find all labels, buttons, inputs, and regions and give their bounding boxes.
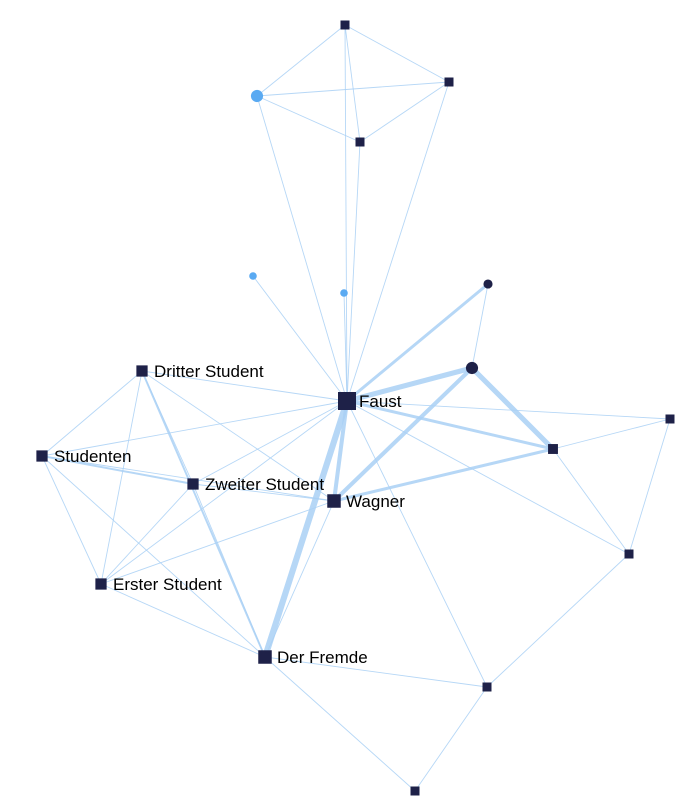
edge-top-b-faust — [346, 81, 450, 402]
edge-studenten-zweiter-student — [41, 455, 194, 485]
edge-bottom-right-der-fremde — [264, 656, 488, 688]
node-top-a[interactable] — [340, 20, 350, 30]
node-der-fremde[interactable] — [258, 650, 272, 664]
node-label-der-fremde: Der Fremde — [277, 648, 368, 667]
edge-light-large-top-b — [256, 81, 450, 97]
node-faust[interactable] — [338, 392, 356, 410]
edge-top-a-faust — [344, 24, 348, 402]
node-bottom[interactable] — [410, 786, 420, 796]
edge-light-small-1-faust — [252, 275, 348, 402]
node-top-c[interactable] — [355, 137, 365, 147]
edge-dark-circle-large-wagner — [331, 365, 475, 504]
edge-dark-circle-small-faust — [345, 282, 490, 403]
edge-faust-right-lower — [346, 400, 630, 555]
edge-right-lower-bottom-right — [486, 553, 630, 688]
edge-faust-dritter-student — [141, 370, 348, 402]
edge-top-a-top-c — [344, 24, 361, 143]
edges-layer — [41, 24, 671, 792]
edge-studenten-der-fremde — [41, 455, 266, 658]
edge-right-mid-far-right — [552, 418, 671, 450]
edge-wagner-der-fremde — [264, 500, 335, 658]
edge-faust-studenten — [41, 400, 348, 457]
node-right-lower[interactable] — [624, 549, 634, 559]
node-dark-circle-small[interactable] — [483, 279, 493, 289]
node-label-zweiter-student: Zweiter Student — [205, 475, 324, 494]
edge-erster-student-der-fremde — [100, 583, 266, 658]
node-dritter-student[interactable] — [136, 365, 148, 377]
edge-dritter-student-erster-student — [100, 370, 143, 585]
node-top-b[interactable] — [444, 77, 454, 87]
edge-right-mid-right-lower — [552, 448, 630, 555]
edge-faust-der-fremde — [261, 397, 351, 661]
edge-dark-circle-small-dark-circle-large — [471, 283, 489, 369]
edge-faust-erster-student — [100, 400, 348, 585]
edge-dritter-student-studenten — [41, 370, 143, 457]
edge-light-large-faust — [256, 95, 348, 402]
node-label-faust: Faust — [359, 392, 402, 411]
edge-faust-right-mid — [345, 399, 555, 451]
edge-wagner-dritter-student — [141, 370, 335, 502]
node-right-mid[interactable] — [548, 444, 558, 454]
node-light-large[interactable] — [250, 89, 264, 103]
edge-wagner-right-mid — [332, 447, 555, 503]
node-wagner[interactable] — [327, 494, 341, 508]
edge-light-small-2-faust — [343, 292, 348, 402]
edge-far-right-right-lower — [628, 418, 671, 555]
edge-bottom-der-fremde — [264, 656, 416, 792]
edge-dark-circle-large-right-mid — [469, 365, 556, 452]
edge-faust-far-right — [346, 400, 671, 420]
edge-light-large-top-c — [256, 95, 361, 143]
edge-top-b-top-c — [359, 81, 450, 143]
edge-wagner-zweiter-student — [192, 483, 335, 502]
edge-top-c-faust — [346, 141, 361, 402]
edge-faust-bottom-right — [346, 400, 488, 688]
edge-dark-circle-large-faust — [344, 365, 475, 404]
edge-top-a-top-b — [344, 24, 450, 83]
node-zweiter-student[interactable] — [187, 478, 199, 490]
edge-top-a-light-large — [256, 24, 346, 97]
nodes-layer — [36, 20, 675, 796]
node-label-wagner: Wagner — [346, 492, 405, 511]
node-erster-student[interactable] — [95, 578, 107, 590]
edge-faust-zweiter-student — [192, 400, 348, 485]
edge-dritter-student-der-fremde — [141, 370, 266, 658]
node-label-erster-student: Erster Student — [113, 575, 222, 594]
edge-zweiter-student-erster-student — [100, 483, 194, 585]
node-studenten[interactable] — [36, 450, 48, 462]
node-light-small-1[interactable] — [249, 272, 257, 280]
node-label-dritter-student: Dritter Student — [154, 362, 264, 381]
node-far-right[interactable] — [665, 414, 675, 424]
node-label-studenten: Studenten — [54, 447, 132, 466]
edge-zweiter-student-der-fremde — [192, 483, 266, 658]
node-dark-circle-large[interactable] — [465, 361, 479, 375]
edge-bottom-right-bottom — [414, 686, 488, 792]
node-light-small-2[interactable] — [340, 289, 348, 297]
node-bottom-right[interactable] — [482, 682, 492, 692]
edge-studenten-erster-student — [41, 455, 102, 585]
